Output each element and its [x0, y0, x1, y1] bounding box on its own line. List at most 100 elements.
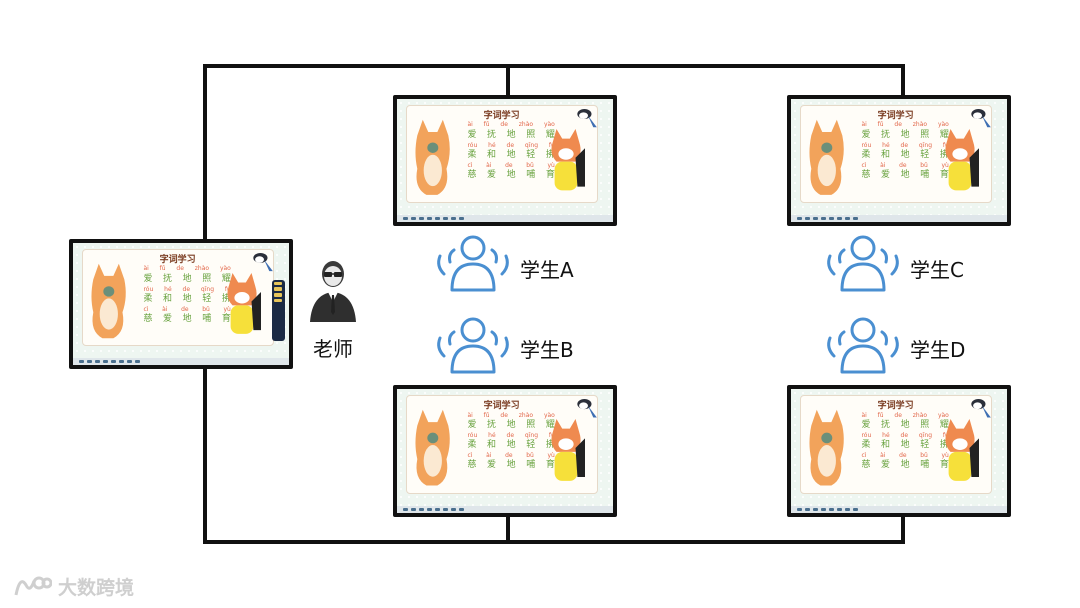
toolbar-tool-icon	[274, 298, 283, 303]
hanzi-row: 柔和地轻拂	[861, 149, 948, 162]
pinyin-cell: de	[181, 305, 189, 313]
hanzi-cell: 爱	[881, 170, 891, 181]
bird-illustration-icon	[971, 109, 991, 128]
pinyin-cell: yù	[941, 452, 949, 460]
hanzi-cell: 耀	[545, 129, 555, 140]
student-d-label: 学生D	[910, 338, 966, 362]
hanzi-cell: 慈	[467, 170, 477, 181]
pinyin-cell: cì	[143, 305, 149, 313]
pinyin-cell: fǔ	[877, 411, 884, 419]
taskbar-app-icon	[845, 507, 850, 511]
pinyin-cell: de	[894, 121, 902, 129]
taskbar-app-icon	[427, 216, 432, 220]
pinyin-cell: de	[182, 285, 191, 293]
student-c-label: 学生C	[910, 258, 964, 282]
toolbar-tool-icon	[274, 293, 283, 297]
taskbar	[397, 505, 613, 513]
hanzi-cell: 耀	[939, 419, 949, 430]
fox-illustration-icon	[415, 119, 451, 195]
pinyin-cell: de	[505, 161, 513, 169]
hanzi-cell: 爱	[163, 313, 173, 324]
pinyin-cell: yù	[547, 161, 555, 169]
hanzi-cell: 和	[487, 440, 497, 451]
taskbar-app-icon	[853, 216, 858, 220]
pinyin-cell: fú	[548, 431, 555, 439]
pinyin-cell: róu	[143, 285, 154, 293]
taskbar-app-icon	[805, 507, 810, 511]
hanzi-row: 爱抚地照耀	[467, 419, 554, 432]
taskbar-app-icon	[845, 216, 850, 220]
teacher-label: 老师	[313, 337, 353, 361]
hanzi-cell: 拂	[939, 440, 949, 451]
hanzi-cell: 慈	[143, 313, 153, 324]
pinyin-cell: ài	[880, 452, 886, 460]
hanzi-cell: 哺	[920, 460, 930, 471]
hanzi-cell: 地	[900, 129, 910, 140]
pinyin-cell: yù	[547, 452, 555, 460]
pinyin-cell: de	[500, 121, 508, 129]
pinyin-cell: bǔ	[920, 161, 928, 169]
pinyin-cell: yù	[941, 161, 949, 169]
hanzi-cell: 地	[900, 440, 910, 451]
pinyin-cell: fú	[942, 431, 949, 439]
hanzi-row: 爱抚地照耀	[467, 129, 554, 142]
hanzi-row: 爱抚地照耀	[143, 273, 230, 286]
hanzi-cell: 拂	[939, 149, 949, 160]
taskbar-app-icon	[411, 216, 416, 220]
pinyin-cell: yào	[937, 411, 949, 419]
fox-illustration-icon	[551, 419, 586, 482]
watermark-logo-icon	[14, 576, 52, 596]
taskbar-app-icon	[459, 216, 464, 220]
pinyin-cell: cì	[467, 452, 473, 460]
fox-illustration-icon	[551, 129, 586, 191]
taskbar-app-icon	[419, 507, 424, 511]
pinyin-cell: zhào	[518, 411, 534, 419]
pinyin-cell: qīng	[918, 141, 933, 149]
taskbar-app-icon	[435, 216, 440, 220]
pinyin-cell: yào	[937, 121, 949, 129]
pinyin-cell: yào	[543, 411, 555, 419]
hanzi-cell: 地	[506, 419, 516, 430]
hanzi-cell: 地	[506, 460, 516, 471]
hanzi-cell: 爱	[487, 170, 497, 181]
hanzi-cell: 地	[900, 419, 910, 430]
slide-title: 字词学习	[483, 401, 520, 412]
taskbar-app-icon	[829, 216, 834, 220]
hanzi-cell: 轻	[202, 293, 212, 304]
pinyin-cell: róu	[467, 431, 478, 439]
pinyin-cell: de	[900, 141, 909, 149]
pinyin-cell: cì	[861, 452, 867, 460]
hanzi-cell: 轻	[920, 440, 930, 451]
pinyin-cell: hé	[882, 141, 890, 149]
hanzi-cell: 和	[881, 149, 891, 160]
hanzi-cell: 耀	[221, 273, 231, 284]
pinyin-cell: zhào	[194, 265, 210, 273]
pinyin-cell: bǔ	[920, 452, 928, 460]
student-group-icon	[432, 232, 514, 292]
pinyin-cell: róu	[861, 141, 872, 149]
pinyin-cell: róu	[861, 431, 872, 439]
hanzi-cell: 爱	[861, 419, 871, 430]
pinyin-cell: fú	[548, 141, 555, 149]
hanzi-cell: 地	[506, 440, 516, 451]
pinyin-cell: ài	[486, 452, 492, 460]
pinyin-cell: yù	[223, 305, 231, 313]
taskbar	[791, 505, 1007, 513]
hanzi-cell: 哺	[526, 170, 536, 181]
hanzi-cell: 慈	[861, 170, 871, 181]
pinyin-cell: de	[899, 161, 907, 169]
slide-title: 字词学习	[877, 111, 914, 122]
slide-title: 字词学习	[877, 401, 914, 412]
hanzi-cell: 照	[202, 273, 212, 284]
pinyin-cell: ài	[861, 121, 867, 129]
